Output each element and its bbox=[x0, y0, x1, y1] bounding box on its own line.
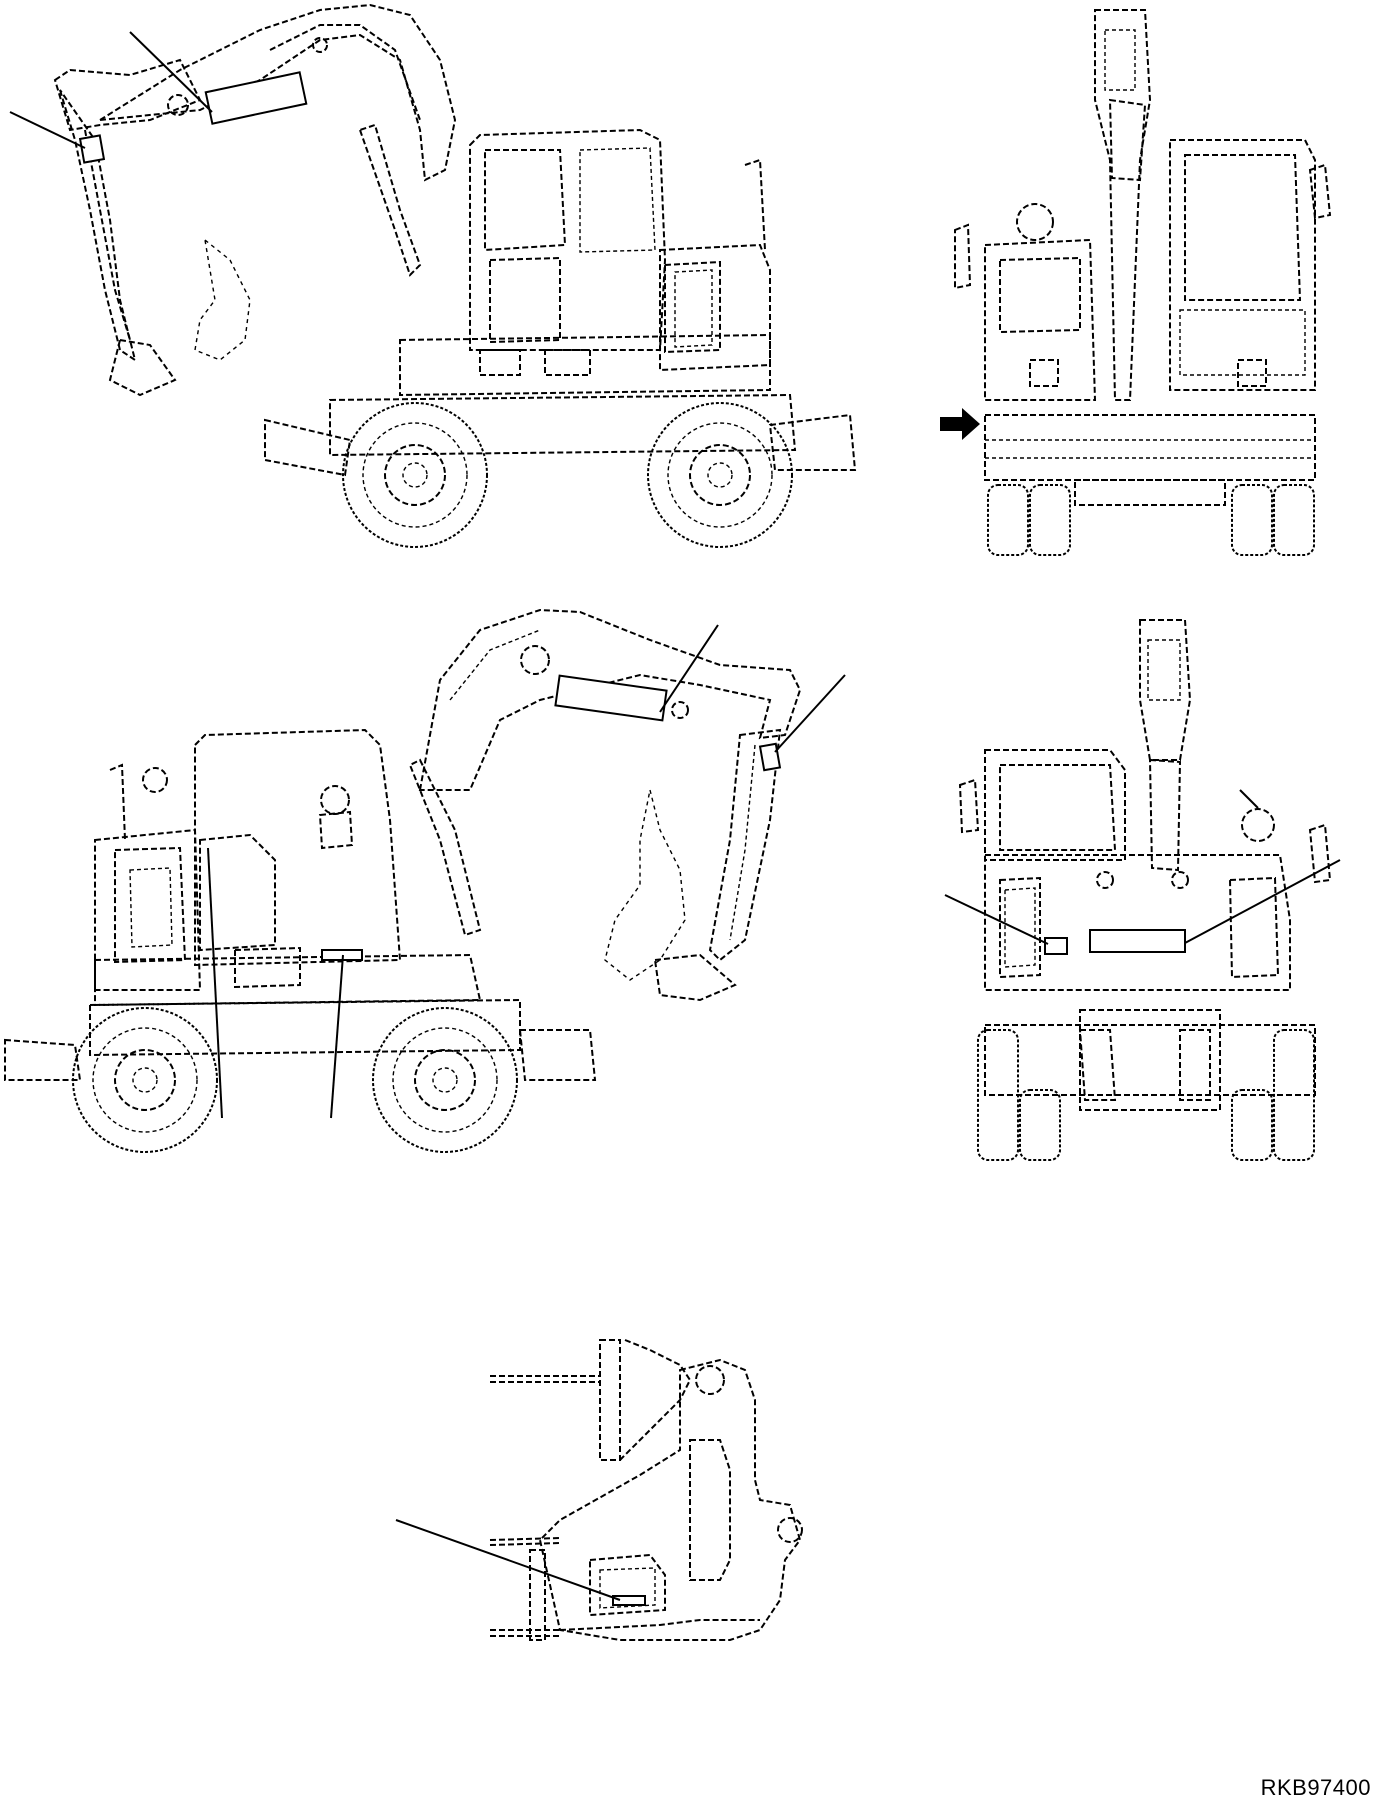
drawing-code: RKB97400 bbox=[1260, 1775, 1371, 1800]
label-box bbox=[1089, 929, 1186, 953]
view-arrow bbox=[940, 408, 980, 440]
label-box bbox=[758, 742, 782, 772]
leader-line bbox=[129, 31, 213, 113]
rear-view bbox=[944, 619, 1341, 1161]
leader-line bbox=[774, 674, 846, 753]
leader-line bbox=[330, 954, 344, 1119]
leader-line bbox=[1184, 859, 1341, 944]
label-box bbox=[78, 134, 106, 164]
leader-line bbox=[9, 111, 86, 149]
right-side-view bbox=[4, 608, 846, 1153]
leader-line bbox=[395, 1519, 621, 1601]
boom-foot-detail bbox=[395, 1339, 803, 1641]
left-side-view bbox=[9, 3, 857, 548]
leader-line bbox=[944, 894, 1049, 945]
leader-line bbox=[207, 847, 223, 1119]
label-box bbox=[554, 674, 668, 722]
front-view bbox=[940, 9, 1332, 556]
label-box bbox=[1044, 937, 1068, 955]
label-box bbox=[612, 1595, 646, 1606]
leader-line bbox=[659, 624, 719, 713]
label-box bbox=[204, 71, 308, 125]
